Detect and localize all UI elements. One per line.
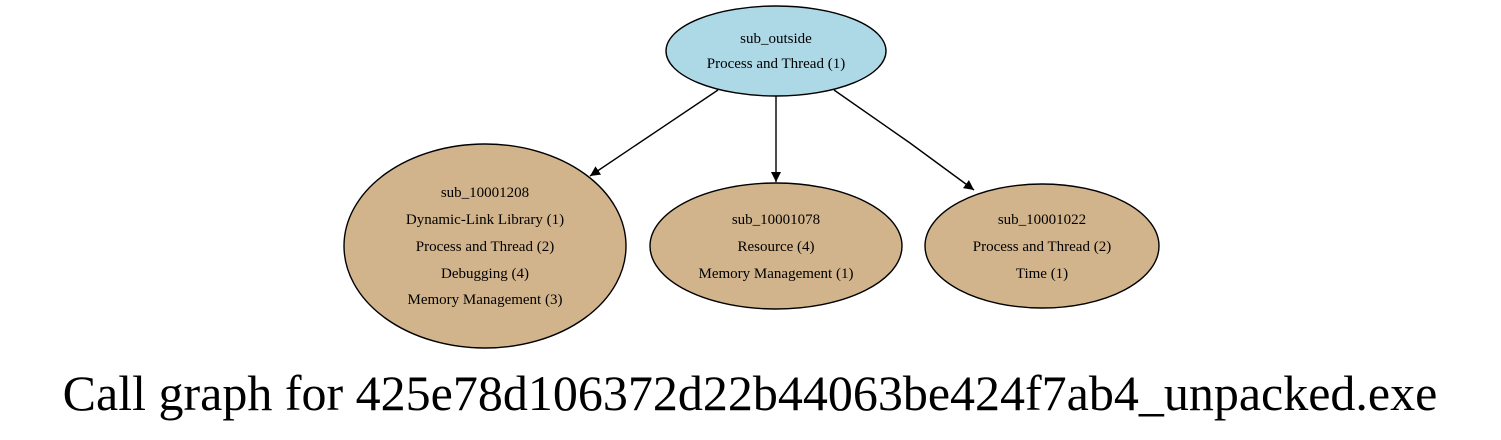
node-sub_outside[interactable]: sub_outside Process and Thread (1) [665,5,887,97]
node-sub_10001078[interactable]: sub_10001078 Resource (4) Memory Managem… [649,182,903,310]
node-sub_10001022-shape [924,183,1160,309]
node-category: Process and Thread (1) [707,56,845,72]
node-category: Resource (4) [737,239,814,255]
node-label: sub_outside [740,31,812,47]
node-category: Time (1) [1016,266,1068,282]
edge-sub_outside-to-sub_10001022 [833,89,975,191]
node-category: Dynamic-Link Library (1) [406,212,564,228]
node-label: sub_10001078 [732,212,820,228]
node-sub_outside-shape [665,5,887,97]
node-label: sub_10001022 [998,212,1086,228]
node-label: sub_10001208 [441,185,529,201]
node-category: Debugging (4) [441,266,529,282]
graph-caption: Call graph for 425e78d106372d22b44063be4… [63,365,1438,421]
node-sub_10001078-shape [649,182,903,310]
edges [589,89,975,191]
node-category: Process and Thread (2) [416,239,554,255]
edge-sub_outside-to-sub_10001208 [589,89,719,177]
node-category: Memory Management (3) [408,292,563,308]
node-sub_10001208[interactable]: sub_10001208 Dynamic-Link Library (1) Pr… [343,143,627,349]
node-category: Process and Thread (2) [973,239,1111,255]
node-category: Memory Management (1) [699,266,854,282]
node-sub_10001022[interactable]: sub_10001022 Process and Thread (2) Time… [924,183,1160,309]
node-sub_10001208-shape [343,143,627,349]
